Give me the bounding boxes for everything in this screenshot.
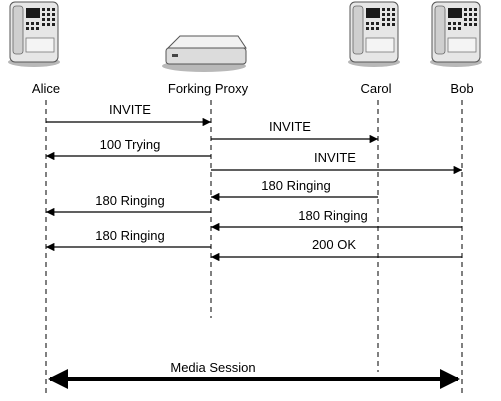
- server-box-icon: [162, 35, 247, 72]
- message-label-4: INVITE: [314, 150, 356, 165]
- message-label-1: INVITE: [109, 102, 151, 117]
- message-label-9: 200 OK: [312, 237, 356, 252]
- bob-phone-icon: [429, 1, 483, 68]
- participant-label-bob: Bob: [450, 81, 473, 96]
- participant-label-carol: Carol: [360, 81, 391, 96]
- participant-label-proxy: Forking Proxy: [168, 81, 249, 96]
- participant-label-alice: Alice: [32, 81, 60, 96]
- message-label-8: 180 Ringing: [95, 228, 164, 243]
- alice-phone-icon: [7, 1, 61, 68]
- message-label-7: 180 Ringing: [298, 208, 367, 223]
- message-label-2: INVITE: [269, 119, 311, 134]
- message-label-3: 100 Trying: [100, 137, 161, 152]
- message-label-5: 180 Ringing: [261, 178, 330, 193]
- message-label-6: 180 Ringing: [95, 193, 164, 208]
- carol-phone-icon: [347, 1, 401, 68]
- media-session-label: Media Session: [170, 360, 255, 375]
